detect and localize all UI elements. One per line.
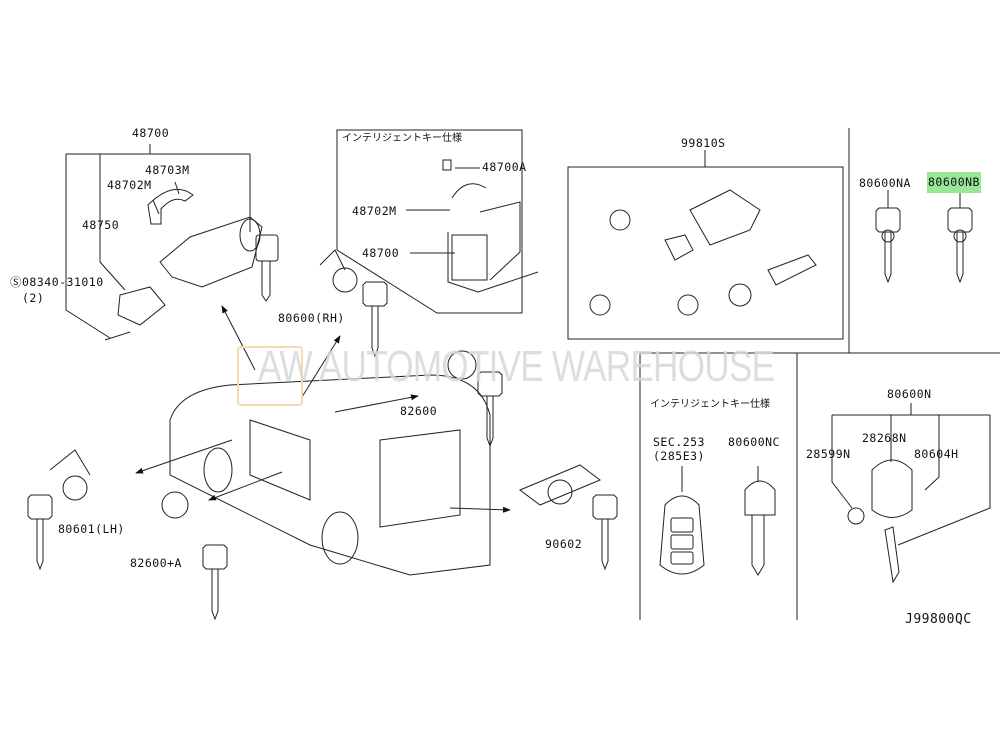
part-label-90602[interactable]: 90602 — [545, 537, 583, 551]
part-label-48702M-inset[interactable]: 48702M — [352, 204, 397, 218]
part-label-82600A[interactable]: 82600+A — [130, 556, 182, 570]
part-label-99810S[interactable]: 99810S — [681, 136, 726, 150]
part-number: 08340-31010 — [22, 275, 104, 289]
lock-set-box — [567, 150, 844, 340]
watermark: AW AUTOMOTIVE WAREHOUSE — [258, 342, 775, 391]
part-label-28599N[interactable]: 28599N — [806, 447, 851, 461]
van-drawing — [169, 374, 491, 576]
part-label-80600N[interactable]: 80600N — [887, 387, 932, 401]
part-label-82600[interactable]: 82600 — [400, 404, 438, 418]
location-arrows — [135, 305, 511, 513]
part-label-08340-31010[interactable]: Ⓢ08340-31010 — [10, 276, 104, 289]
intelligent-key-inset — [336, 129, 539, 314]
section-dividers — [639, 128, 1000, 620]
part-label-48750[interactable]: 48750 — [82, 218, 120, 232]
quantity-label: (2) — [22, 291, 45, 305]
part-label-80601-lh[interactable]: 80601(LH) — [58, 522, 125, 536]
standard-part-s-icon: Ⓢ — [10, 275, 22, 289]
part-label-48700[interactable]: 48700 — [132, 126, 170, 140]
part-label-48700-inset[interactable]: 48700 — [362, 246, 400, 260]
section-reference-sub[interactable]: (285E3) — [653, 449, 705, 463]
part-label-28268N[interactable]: 28268N — [862, 431, 907, 445]
watermark-text: AUTOMOTIVE WAREHOUSE — [318, 342, 775, 391]
part-label-80600NA[interactable]: 80600NA — [859, 176, 911, 190]
remote-key-drawing — [831, 403, 991, 584]
door-keys — [27, 281, 618, 620]
part-label-48702M[interactable]: 48702M — [107, 178, 152, 192]
part-label-80600-rh[interactable]: 80600(RH) — [278, 311, 345, 325]
ignition-leader-lines — [65, 144, 251, 339]
part-label-48703M[interactable]: 48703M — [145, 163, 190, 177]
watermark-logo-box — [237, 346, 303, 406]
part-label-80600NC[interactable]: 80600NC — [728, 435, 780, 449]
watermark-logo: AW — [258, 342, 313, 391]
blank-key-drawings — [875, 190, 973, 283]
part-label-80604H[interactable]: 80604H — [914, 447, 959, 461]
part-label-80600NB-selected[interactable]: 80600NB — [927, 172, 981, 193]
ignition-switch-drawing — [104, 188, 279, 341]
section-reference-link[interactable]: SEC.253 — [653, 435, 705, 449]
door-lock-drawings — [27, 249, 618, 620]
intelligent-key-fob-drawing — [659, 466, 776, 576]
inset-title: インテリジェントキー仕様 — [342, 133, 462, 144]
intelligent-key-box-title: インテリジェントキー仕様 — [650, 399, 770, 410]
part-label-48700A[interactable]: 48700A — [482, 160, 527, 174]
diagram-code: J99800QC — [905, 612, 972, 627]
